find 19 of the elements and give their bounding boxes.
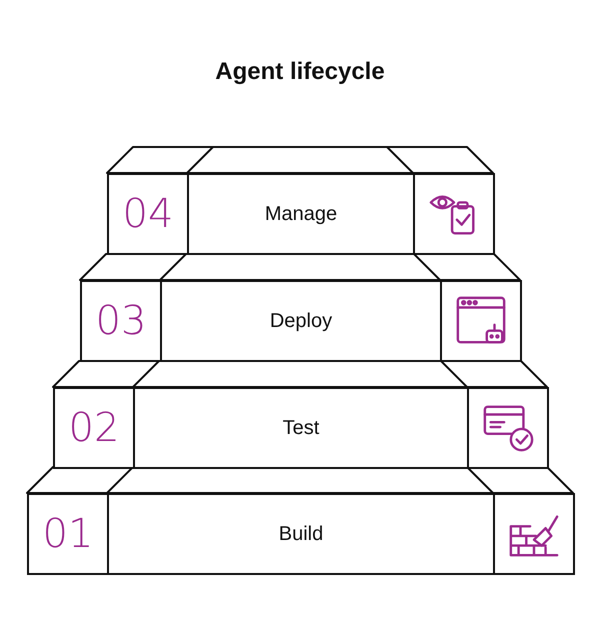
step-face <box>133 387 469 469</box>
step-face <box>80 280 162 362</box>
step-face <box>107 493 495 575</box>
step-label: Build <box>278 522 324 546</box>
step-face <box>27 493 109 575</box>
step-number: 01 <box>42 511 94 557</box>
step-face <box>493 493 575 575</box>
step-number: 02 <box>68 405 120 451</box>
step-face <box>413 173 495 255</box>
step-label: Deploy <box>270 310 332 332</box>
step-label: Manage <box>264 202 338 226</box>
step-face <box>53 387 135 469</box>
step-number: 03 <box>96 298 146 344</box>
step-face <box>107 173 189 255</box>
step-label: Test <box>282 416 320 440</box>
diagram-title: Agent lifecycle <box>214 58 386 86</box>
step-face <box>467 387 549 469</box>
step-number: 04 <box>122 191 174 237</box>
step-face <box>440 280 522 362</box>
